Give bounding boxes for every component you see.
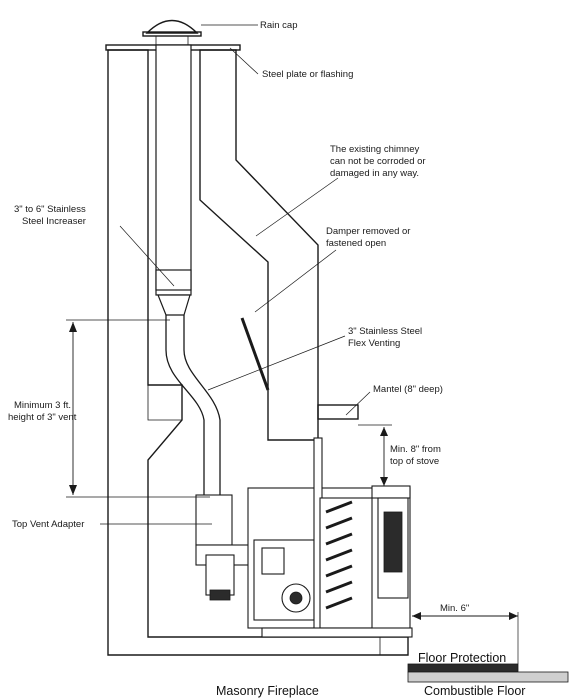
label-steel-plate: Steel plate or flashing: [262, 69, 353, 80]
label-min-8-line-1: Min. 8" from: [390, 444, 441, 455]
chimney-liner: [155, 44, 192, 316]
label-min-6: Min. 6": [440, 603, 469, 614]
label-top-vent-adapter: Top Vent Adapter: [12, 519, 84, 530]
rain-cap: [142, 19, 202, 47]
label-damper-line-2: fastened open: [326, 238, 386, 249]
label-combustible-floor: Combustible Floor: [424, 684, 525, 698]
label-damper-line-1: Damper removed or: [326, 226, 410, 237]
leader-lines: [100, 24, 371, 525]
label-masonry-fireplace: Masonry Fireplace: [216, 684, 319, 698]
floor-protection-pad: [407, 663, 519, 673]
flex-venting: [165, 315, 221, 495]
label-increaser-line-2: Steel Increaser: [22, 216, 86, 227]
damper: [240, 317, 270, 391]
dimension-min-8: [358, 424, 392, 486]
label-existing-chimney-line-1: The existing chimney: [330, 144, 419, 155]
label-existing-chimney-line-3: damaged in any way.: [330, 168, 419, 179]
label-floor-protection: Floor Protection: [418, 651, 506, 665]
mantel: [317, 404, 359, 420]
label-rain-cap: Rain cap: [260, 20, 298, 31]
combustible-floor-slab: [407, 671, 569, 683]
label-existing-chimney-line-2: can not be corroded or: [330, 156, 426, 167]
label-min-8-line-2: top of stove: [390, 456, 439, 467]
label-increaser-line-1: 3" to 6" Stainless: [14, 204, 86, 215]
label-minimum-height-line-2: height of 3" vent: [8, 412, 77, 423]
label-minimum-height-line-1: Minimum 3 ft.: [14, 400, 71, 411]
label-flex-venting-line-1: 3" Stainless Steel: [348, 326, 422, 337]
floor: [407, 663, 569, 683]
dimension-min-6: [412, 612, 519, 664]
dimension-minimum-height: [66, 319, 210, 498]
labels: Rain cap Steel plate or flashing The exi…: [8, 20, 525, 698]
pellet-stove: [195, 437, 413, 638]
label-mantel: Mantel (8" deep): [373, 384, 443, 395]
label-flex-venting-line-2: Flex Venting: [348, 338, 400, 349]
